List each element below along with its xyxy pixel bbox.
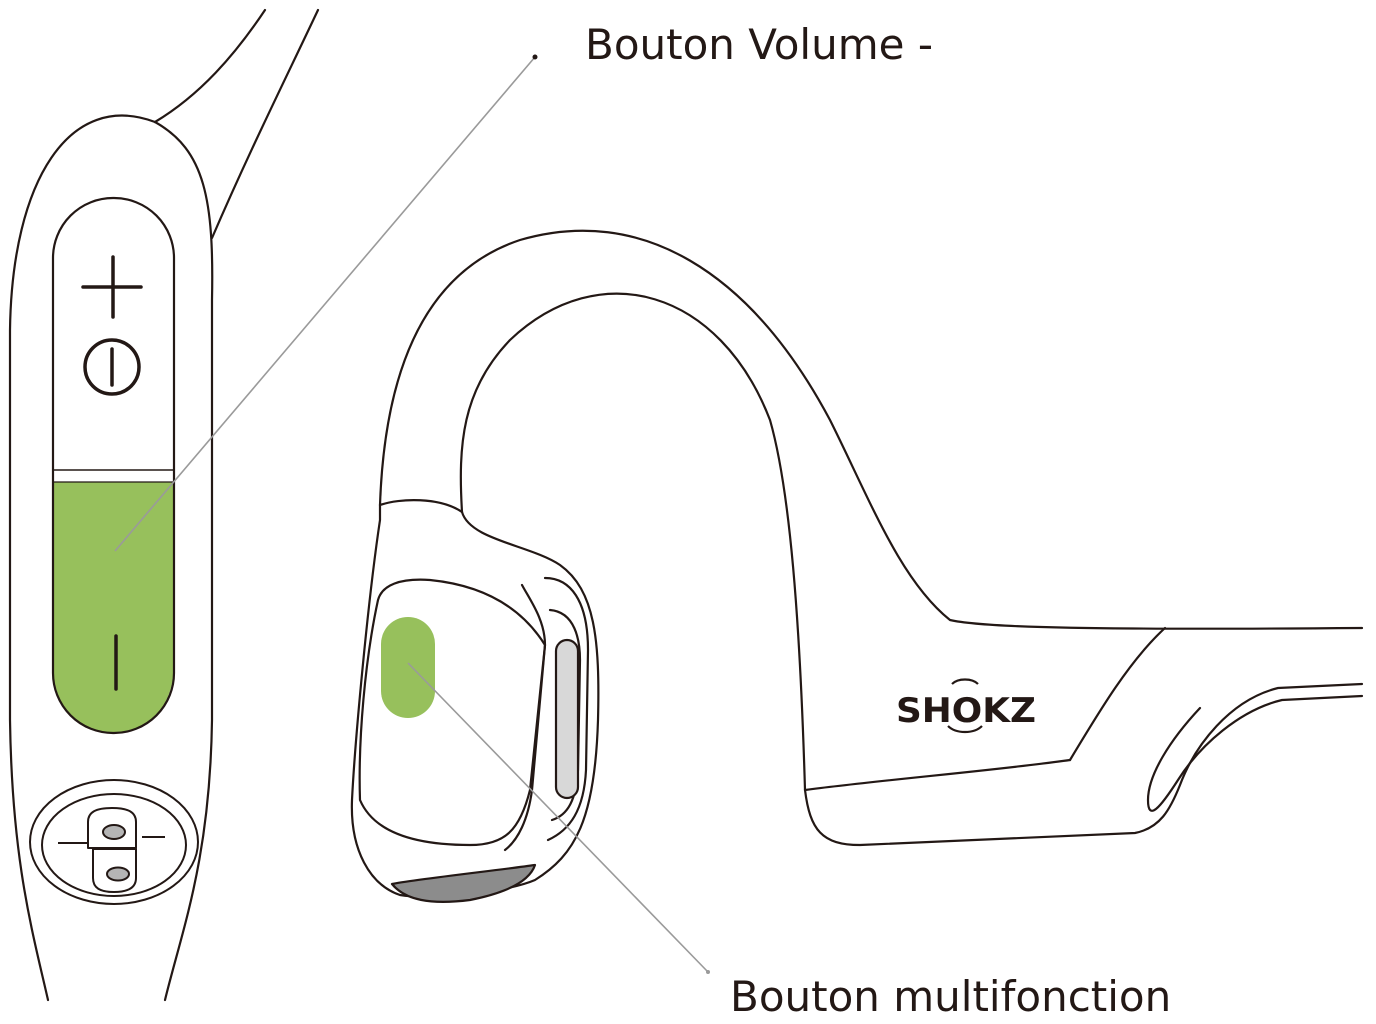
leader-dot-volume: [532, 54, 538, 60]
housing-bottom-grille: [390, 863, 537, 903]
shokz-logo-sound-waves: [951, 678, 979, 685]
multifunction-button-highlight: [381, 617, 435, 718]
ear-hook-outer: [378, 229, 1364, 630]
button-strip-outline: [51, 196, 176, 735]
housing-side-band-inner: [548, 608, 582, 822]
headband-lower-edge: [803, 682, 1364, 847]
button-strip: [51, 196, 176, 735]
leader-line-multifunction: [407, 662, 709, 973]
arm-body-outline: [8, 114, 157, 1002]
housing-inner-face: [358, 578, 547, 847]
housing-side-slot: [554, 638, 580, 800]
label-volume-minus-button: Bouton Volume -: [585, 20, 933, 69]
headphone-sideview: [350, 229, 1364, 903]
headband-shade-line: [803, 758, 1072, 792]
housing-edge-line: [503, 583, 547, 852]
neckband-strand-outer: [153, 8, 267, 124]
plus-icon: [81, 255, 143, 319]
arm-body-outline-right: [153, 120, 214, 1002]
neckband-strand-inner: [210, 8, 320, 240]
headband-ridge: [1068, 626, 1167, 762]
transducer-housing: [350, 503, 600, 898]
volume-minus-highlight: [53, 482, 174, 733]
leader-dot-multifunction: [706, 970, 710, 974]
shokz-logo: SHOKZ: [896, 678, 1036, 734]
side-panel-closeup: [8, 8, 320, 1002]
housing-top-edge: [378, 499, 464, 514]
power-icon: [83, 338, 141, 396]
charging-port-icon: [29, 779, 199, 905]
shokz-logo-text: SHOKZ: [896, 691, 1036, 731]
headband-inner-edge: [1146, 694, 1364, 812]
label-multifunction-button: Bouton multifonction: [730, 972, 1172, 1021]
ear-hook-inner: [459, 292, 807, 792]
leader-line-volume: [114, 56, 536, 552]
